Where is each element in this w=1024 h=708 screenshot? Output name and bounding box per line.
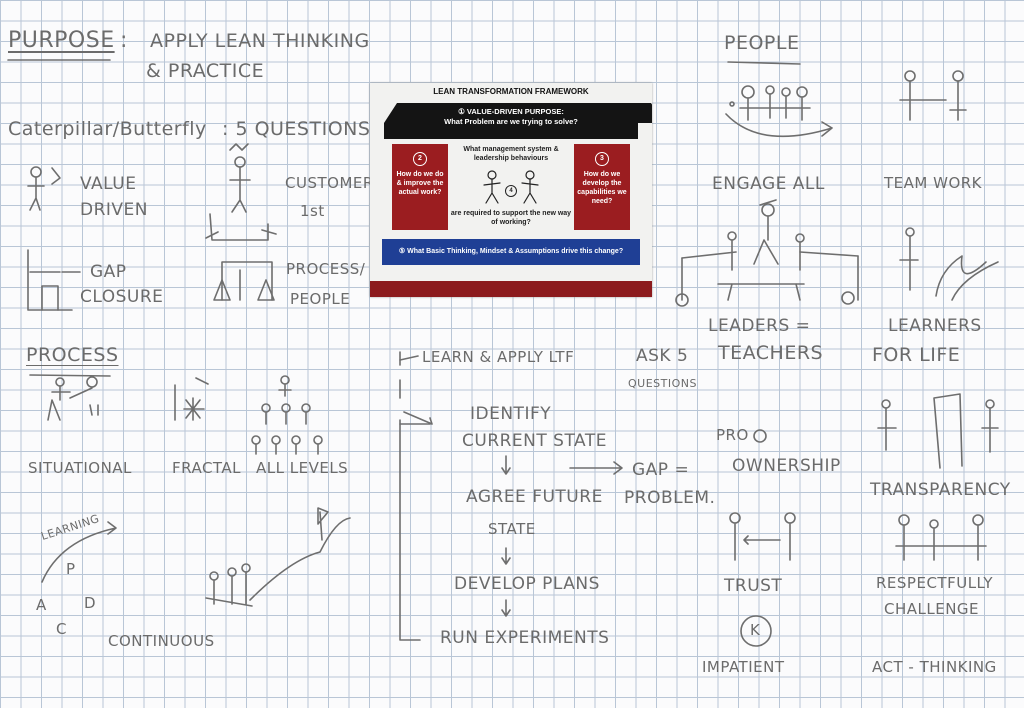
framework-title: LEAN TRANSFORMATION FRAMEWORK [433,87,589,96]
pdca-d: D [84,594,97,612]
five-questions-label: : 5 QUESTIONS [222,118,371,140]
people-heading: PEOPLE [724,32,800,54]
learning-arrow-icon [41,521,117,583]
process-people-icon [213,261,275,301]
develop-plans-text: DEVELOP PLANS [454,574,600,594]
continuous-text: CONTINUOUS [108,632,215,650]
value-driven-figure-icon [27,166,61,211]
identify-text: IDENTIFY [470,404,552,424]
continuous-growth-icon [205,507,351,607]
framework-q3-num: 3 [595,152,609,166]
all-levels-pyramid-icon [251,375,323,455]
fractal-icon [174,377,209,421]
learn-apply-bracket-icon [399,351,433,641]
framework-pillar-right: 3 How do we develop the capabilities we … [574,144,630,230]
learners-for-life-icon [899,227,999,301]
framework-q1: ① VALUE-DRIVEN PURPOSE: What Problem are… [384,107,638,127]
gap-text: GAP [90,262,127,282]
purpose-colon: : [120,28,128,53]
pro-text: PRO [716,426,749,444]
impatient-k-icon [740,615,772,647]
framework-q4-top: What management system & leadership beha… [463,146,559,163]
purpose-label: PURPOSE [8,28,115,53]
customer-first-figure-icon [205,143,277,241]
ownership-icon [753,429,767,443]
for-life-text: FOR LIFE [872,344,961,366]
respect-challenge-icon [895,514,987,561]
framework-q2-num: 2 [413,152,427,166]
purpose-line1: APPLY LEAN THINKING [150,30,370,52]
first-text: 1st [300,202,325,220]
lean-framework-photo: LEAN TRANSFORMATION FRAMEWORK ① VALUE-DR… [370,83,652,297]
customer-text: CUSTOMER [285,174,374,192]
framework-q1-text: What Problem are we trying to solve? [444,117,578,127]
ask-5-text: ASK 5 [636,346,689,366]
agree-future-text: AGREE FUTURE [466,487,603,507]
framework-foot [370,281,652,297]
caterpillar-label: Caterpillar/Butterfly [8,118,207,140]
respectfully-text: RESPECTFULLY [876,574,994,592]
closure-text: CLOSURE [80,287,164,307]
framework-figures-icon [483,170,539,204]
framework-roof-bar [384,123,638,139]
transparency-text: TRANSPARENCY [870,480,1011,500]
situational-figures-icon [47,376,99,421]
learners-text: LEARNERS [888,316,982,336]
teamwork-icon [899,70,967,121]
framework-base [382,239,640,265]
transparency-icon [877,393,999,469]
pdca-p: P [66,560,76,578]
value-text: VALUE [80,174,137,194]
engage-all-scale-icon [675,199,859,307]
trust-text: TRUST [724,576,783,596]
challenge-text: CHALLENGE [884,600,980,618]
act-thinking-text: ACT - THINKING [872,658,997,676]
people-text: PEOPLE [290,290,351,308]
trust-icon [729,512,796,561]
framework-q3-text: How do we develop the capabilities we ne… [577,171,627,206]
purpose-line2: & PRACTICE [146,60,265,82]
process-heading: PROCESS [26,344,119,366]
fractal-text: FRACTAL [172,459,242,477]
problem-text: PROBLEM. [624,488,716,508]
engage-all-text: ENGAGE ALL [712,174,825,194]
teamwork-text: TEAM WORK [884,174,983,192]
framework-pillar-left: 2 How do we do & improve the actual work… [392,144,448,230]
framework-q5: ⑤ What Basic Thinking, Mindset & Assumpt… [398,248,624,255]
questions-text: QUESTIONS [628,377,697,390]
teachers-text: TEACHERS [718,342,824,364]
pdca-a: A [36,596,47,614]
impatient-text: IMPATIENT [702,658,785,676]
process-people-text: PROCESS/ [286,260,366,278]
k-text: K [750,621,761,639]
driven-text: DRIVEN [80,200,149,220]
framework-q1-label: ① VALUE-DRIVEN PURPOSE: [458,107,564,116]
learn-apply-text: LEARN & APPLY LTF [422,348,575,366]
situational-text: SITUATIONAL [28,459,132,477]
pdca-c: C [56,620,67,638]
framework-roof [384,103,652,123]
framework-q4-bottom: are required to support the new way of w… [450,210,572,227]
gap-closure-icon [27,249,81,311]
people-group-icon [725,85,833,138]
gap2-text: GAP = [632,460,690,480]
run-experiments-text: RUN EXPERIMENTS [440,628,610,648]
all-levels-text: ALL LEVELS [256,459,349,477]
current-state-text: CURRENT STATE [462,431,607,451]
framework-q2-text: How do we do & improve the actual work? [396,171,444,197]
leaders-text: LEADERS = [708,316,811,336]
framework-q4-num: 4 [505,185,517,197]
state-text: STATE [488,520,536,538]
ownership-text: OWNERSHIP [732,456,841,476]
